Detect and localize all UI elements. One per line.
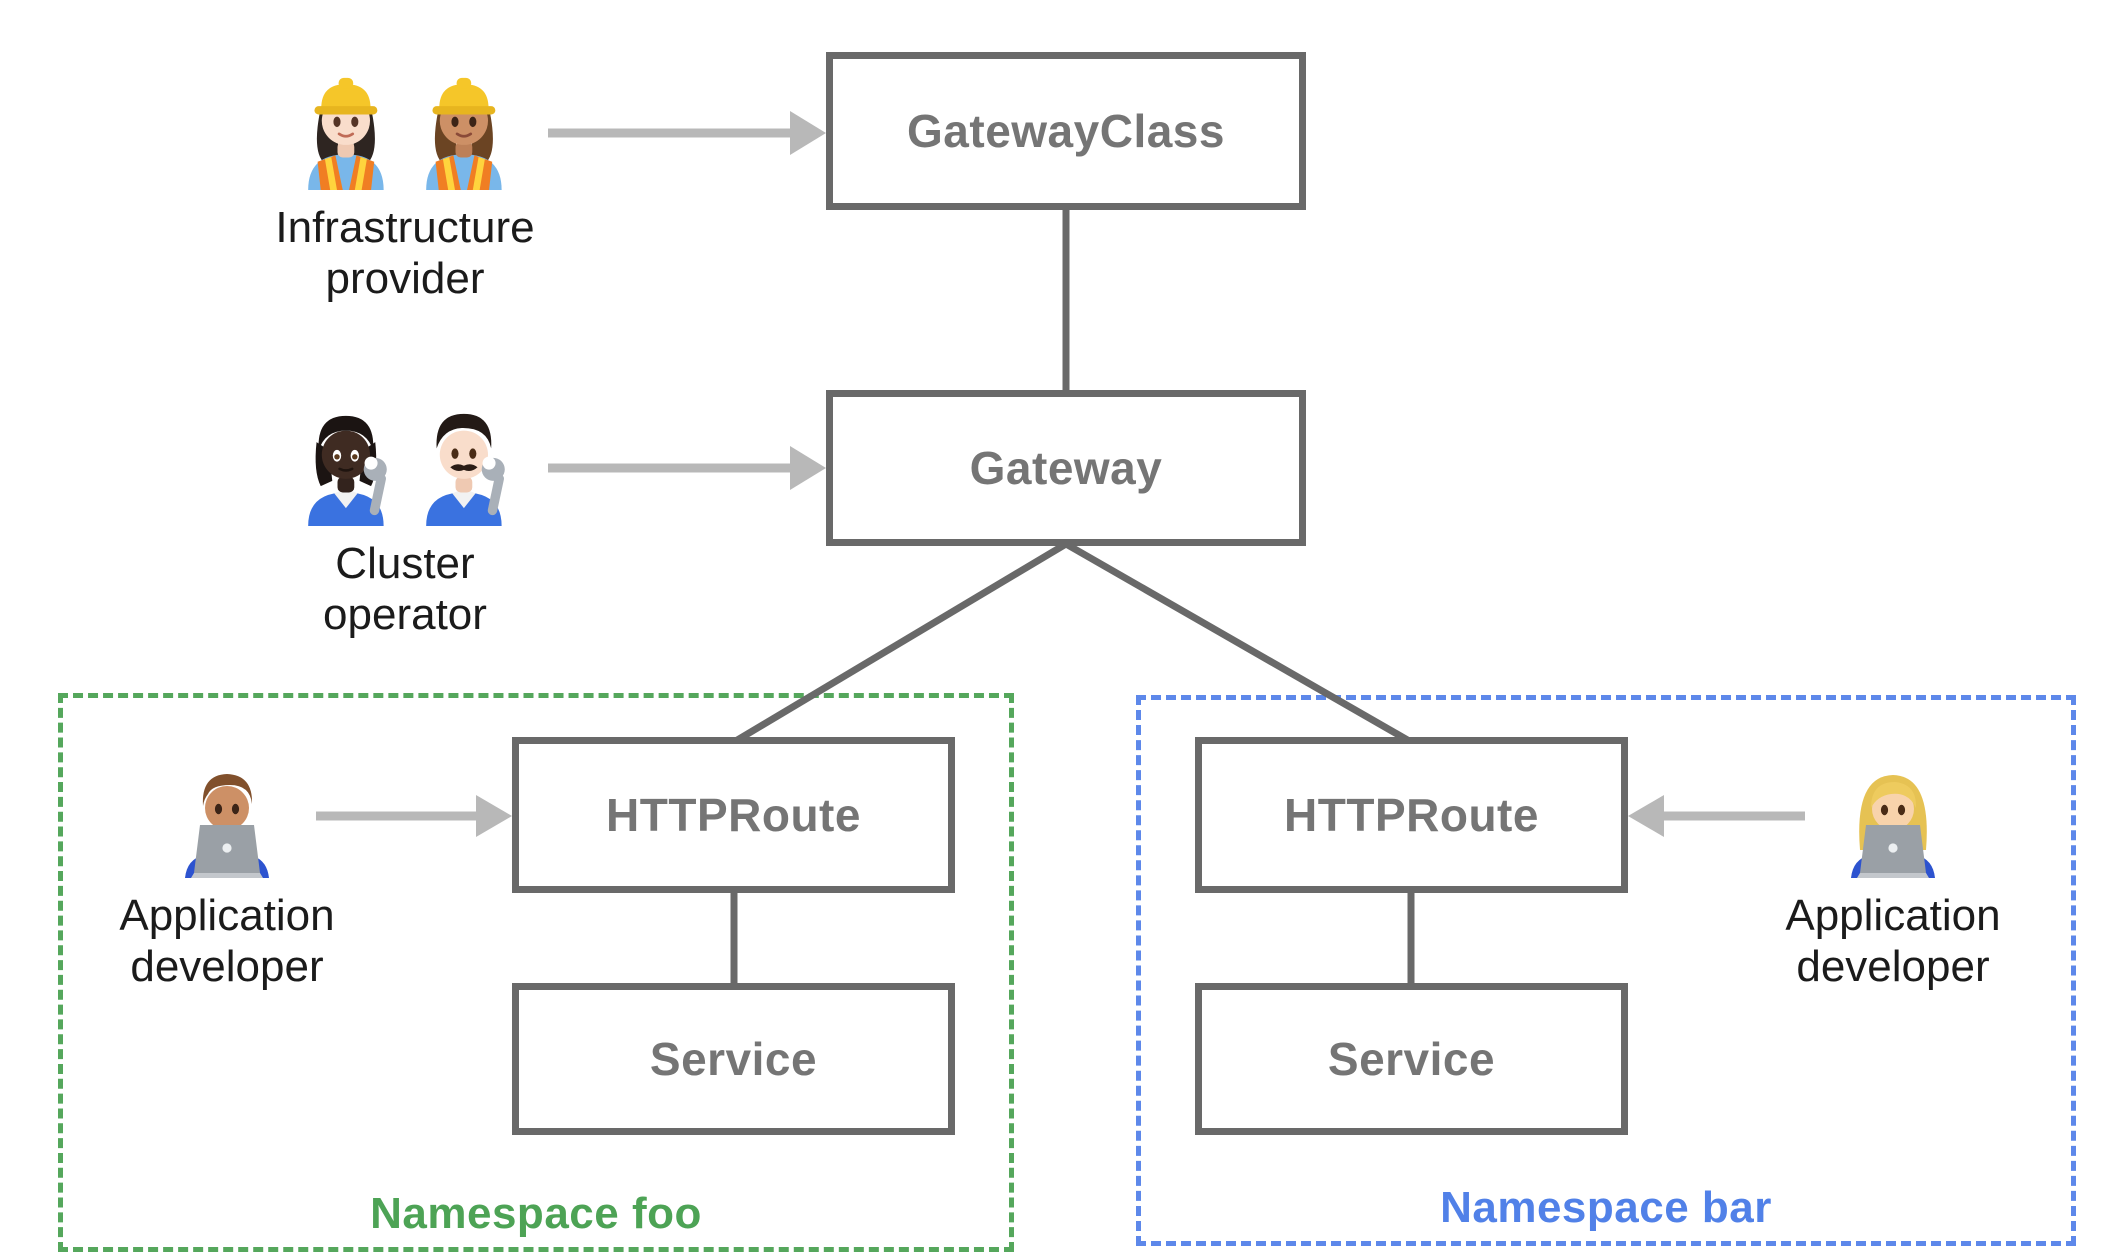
gatewayclass-node-label: GatewayClass (907, 105, 1225, 157)
persona-cluster-operator: Cluster operator (230, 396, 580, 640)
cluster-operator-label-line2: operator (323, 590, 487, 640)
namespace-bar-boundary: Namespace bar (1136, 695, 2076, 1246)
app-developer-bar-label: Application developer (1785, 890, 2000, 992)
app-developer-foo-label: Application developer (119, 890, 334, 992)
arrow-app-developer-to-httproute-bar (1628, 795, 1805, 837)
man-technologist-medium-icon (185, 774, 269, 878)
httproute-bar-node-label: HTTPRoute (1284, 789, 1539, 841)
woman-construction-worker-light-icon (308, 77, 384, 190)
infrastructure-provider-icons (287, 60, 523, 190)
service-bar-node: Service (1195, 983, 1628, 1135)
infrastructure-provider-label-line1: Infrastructure (275, 203, 535, 252)
app-developer-foo-label-line1: Application (119, 891, 335, 940)
app-developer-bar-label-line1: Application (1785, 891, 2001, 940)
woman-technologist-blonde-icon (1851, 775, 1935, 878)
service-bar-node-label: Service (1327, 1033, 1496, 1085)
cluster-operator-label-line1: Cluster (335, 539, 475, 588)
httproute-foo-node-label: HTTPRoute (606, 789, 861, 841)
laptop-icon (191, 825, 263, 878)
gateway-node: Gateway (826, 390, 1306, 546)
cluster-operator-icons (287, 396, 523, 526)
infrastructure-provider-label-line2: provider (325, 254, 485, 304)
persona-app-developer-foo: Application developer (52, 754, 402, 992)
edge-gateway-httproute-foo (732, 540, 1068, 746)
woman-construction-worker-medium-icon (426, 77, 502, 190)
infrastructure-provider-label: Infrastructure provider (275, 202, 534, 304)
arrow-infrastructure-provider-to-gatewayclass (548, 111, 826, 155)
gateway-node-label: Gateway (969, 442, 1163, 494)
edge-gateway-httproute-bar (1064, 540, 1413, 746)
namespace-foo-label: Namespace foo (370, 1189, 702, 1238)
wrench-icon (363, 456, 387, 516)
app-developer-foo-icons (171, 754, 283, 878)
wrench-icon (481, 456, 505, 516)
persona-app-developer-bar: Application developer (1718, 754, 2068, 992)
man-mechanic-light-icon (426, 413, 505, 526)
app-developer-foo-label-line2: developer (130, 942, 324, 992)
persona-arrows (316, 111, 1805, 837)
laptop-icon (1857, 825, 1929, 878)
cluster-operator-label: Cluster operator (323, 538, 487, 640)
httproute-foo-node: HTTPRoute (512, 737, 955, 893)
namespace-foo-boundary: Namespace foo (58, 693, 1014, 1252)
arrow-app-developer-to-httproute-foo (316, 795, 512, 837)
service-foo-node-label: Service (649, 1033, 818, 1085)
service-foo-node: Service (512, 983, 955, 1135)
app-developer-bar-icons (1837, 754, 1949, 878)
httproute-bar-node: HTTPRoute (1195, 737, 1628, 893)
person-mechanic-dark-icon (308, 415, 387, 526)
app-developer-bar-label-line2: developer (1796, 942, 1990, 992)
arrow-cluster-operator-to-gateway (548, 446, 826, 490)
gatewayclass-node: GatewayClass (826, 52, 1306, 210)
persona-infrastructure-provider: Infrastructure provider (230, 60, 580, 304)
namespace-bar-label: Namespace bar (1440, 1183, 1772, 1232)
resource-edges (730, 208, 1415, 987)
